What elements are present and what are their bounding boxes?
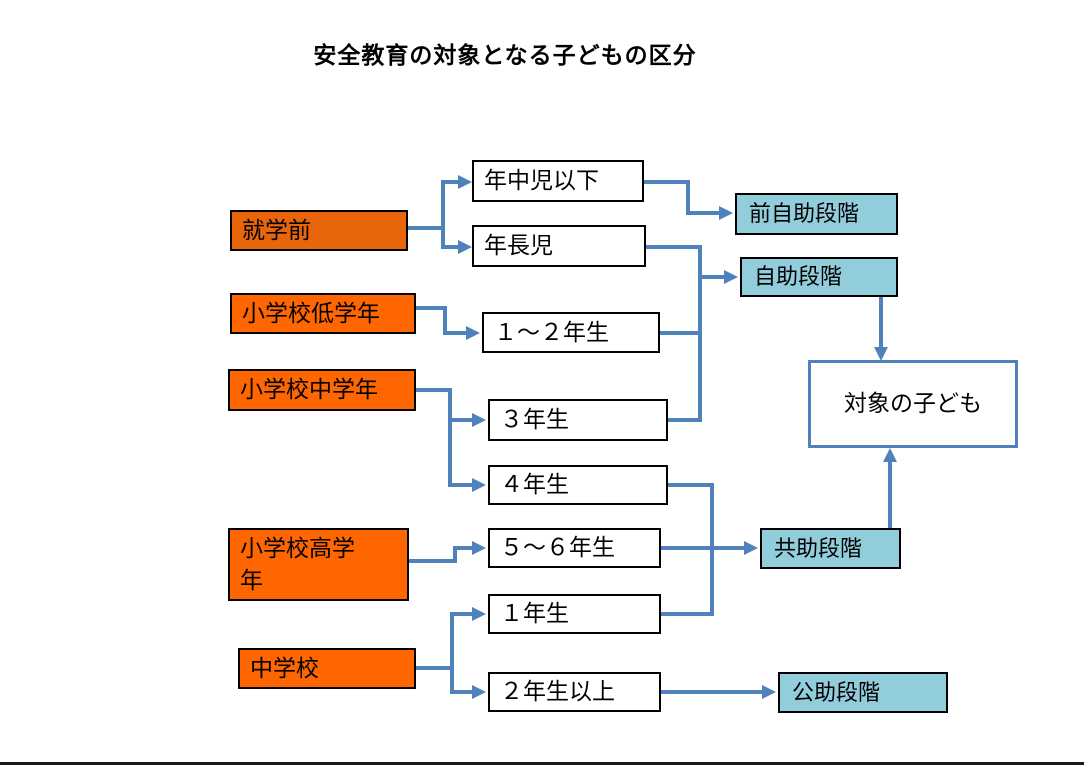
node-grade5-6: ５～６年生: [488, 528, 661, 568]
connector-to-public-help: [659, 685, 776, 699]
node-nencho: 年長児: [472, 225, 646, 267]
node-self-help-stage: 自助段階: [740, 257, 898, 297]
node-elem-lower: 小学校低学年: [230, 293, 416, 334]
diagram-title: 安全教育の対象となる子どもの区分: [313, 42, 697, 68]
node-jh-grade1: １年生: [488, 594, 661, 634]
node-elem-middle: 小学校中学年: [228, 369, 416, 411]
node-pre-self-help-stage: 前自助段階: [735, 193, 898, 235]
node-grade4: ４年生: [488, 465, 668, 505]
node-junior-high: 中学校: [238, 648, 416, 689]
node-public-help-stage: 公助段階: [778, 672, 948, 713]
connector-elem-upper: [407, 541, 486, 563]
connector-self-help-to-target: [874, 296, 888, 361]
connector-junior-high-branch: [414, 607, 486, 699]
node-grade3: ３年生: [488, 399, 668, 441]
connector-mutual-help-to-target: [883, 448, 897, 528]
node-preschool: 就学前: [230, 210, 408, 251]
node-elem-upper: 小学校高学 年: [228, 528, 409, 601]
connector-preschool-branch: [404, 175, 472, 254]
connector-to-pre-self-help: [642, 180, 733, 220]
node-mutual-help-stage: 共助段階: [760, 528, 901, 569]
node-nenchu-ika: 年中児以下: [472, 160, 644, 202]
connector-elem-lower: [414, 306, 480, 340]
node-grade1-2: １～２年生: [482, 312, 660, 353]
page-bottom-border: [0, 762, 1084, 765]
node-jh-grade2-plus: ２年生以上: [488, 672, 661, 712]
connector-to-self-help: [644, 245, 738, 422]
connector-to-mutual-help: [659, 483, 758, 616]
connector-elem-middle-branch: [414, 388, 486, 492]
node-target-children: 対象の子ども: [808, 360, 1018, 448]
